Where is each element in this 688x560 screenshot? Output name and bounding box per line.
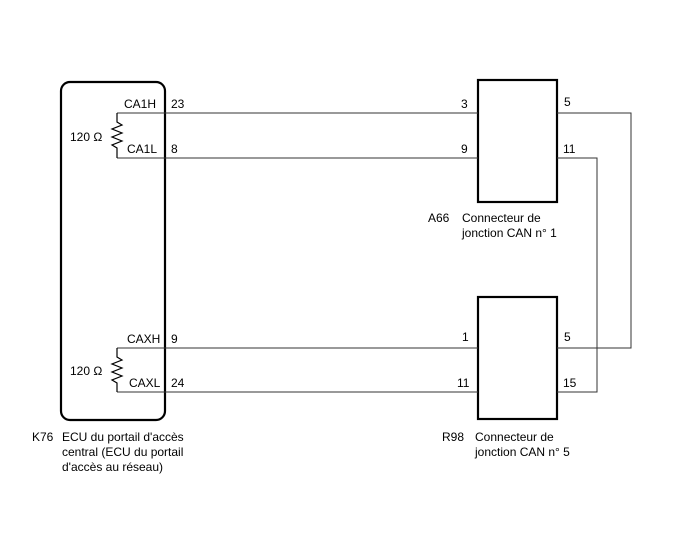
pin-number-caxh: 9 — [171, 332, 178, 346]
a66-name-line-1: Connecteur de — [462, 211, 541, 225]
r98-pin-left-bottom: 11 — [457, 376, 470, 390]
connector-a66-box — [476, 78, 559, 204]
connector-r98-box — [476, 295, 559, 421]
r98-pin-right-top: 5 — [564, 330, 571, 344]
a66-pin-right-bottom: 11 — [563, 142, 576, 156]
pin-name-caxh: CAXH — [127, 332, 160, 346]
a66-code-label: A66 — [428, 211, 450, 225]
r98-pin-left-top: 1 — [462, 330, 469, 344]
r98-name-line-2: jonction CAN n° 5 — [474, 445, 570, 459]
wire-a66-11-to-r98-15 — [557, 157, 598, 393]
a66-name-line-2: jonction CAN n° 1 — [461, 226, 557, 240]
wire-a66-5-to-r98-5 — [557, 112, 632, 349]
ecu-name-line-3: d'accès au réseau) — [62, 460, 163, 474]
ecu-name-line-1: ECU du portail d'accès — [62, 430, 184, 444]
resistor-top-label: 120 Ω — [70, 130, 102, 144]
wires-bottom-group — [117, 347, 478, 393]
a66-pin-left-bottom: 9 — [461, 142, 468, 156]
pin-number-ca1h: 23 — [171, 97, 185, 111]
r98-code-label: R98 — [442, 430, 464, 444]
ecu-name-line-2: central (ECU du portail — [62, 445, 183, 459]
a66-pin-right-top: 5 — [564, 95, 571, 109]
pin-number-ca1l: 8 — [171, 142, 178, 156]
pin-name-ca1l: CA1L — [127, 142, 157, 156]
a66-pin-left-top: 3 — [461, 97, 468, 111]
pin-name-ca1h: CA1H — [124, 97, 156, 111]
resistor-bottom-symbol — [110, 348, 124, 392]
ecu-code-label: K76 — [32, 430, 54, 444]
ecu-k76-box — [59, 80, 167, 422]
resistor-bottom-label: 120 Ω — [70, 364, 102, 378]
resistor-top-symbol — [110, 113, 124, 158]
wires-top-group — [117, 112, 632, 393]
r98-pin-right-bottom: 15 — [563, 376, 577, 390]
pin-name-caxl: CAXL — [129, 376, 161, 390]
r98-name-line-1: Connecteur de — [475, 430, 554, 444]
pin-number-caxl: 24 — [171, 376, 185, 390]
